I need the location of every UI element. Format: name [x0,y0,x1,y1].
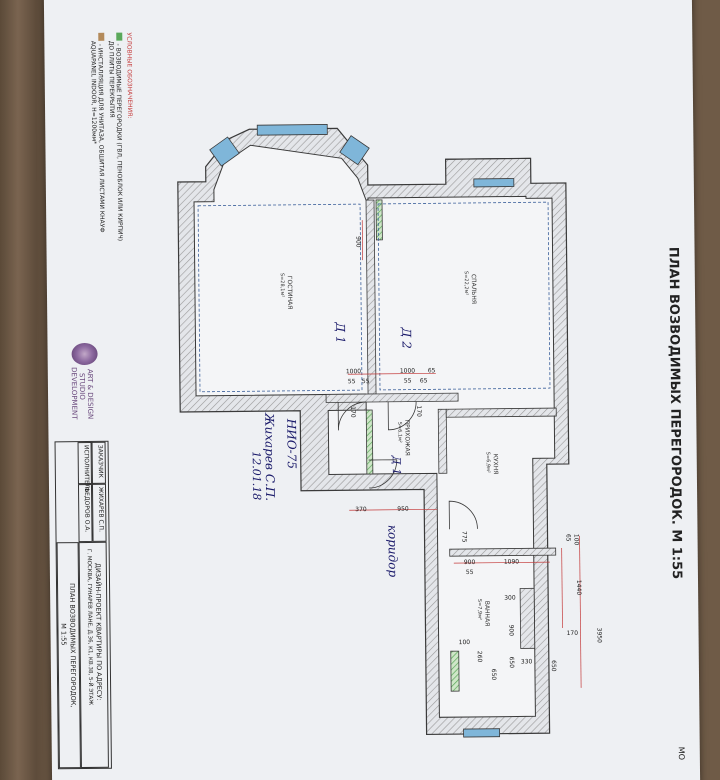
sheet-line2: М 1:55 [59,623,68,646]
dim-1000-b: 1000 [399,367,416,375]
sheet-line1: ПЛАН ВОЗВОДИМЫХ ПЕРЕГОРОДОК, [68,583,78,708]
dimension-labels: 900 1000 55 55 1000 65 55 65 170 170 370… [44,0,700,780]
dim-260: 260 [475,650,483,663]
dim-950: 950 [397,505,409,513]
handwritten-date: 12.01.18 [249,451,264,501]
handwritten-name: Жихарев С.П. [262,413,278,502]
logo-line1: ART & DESIGN [85,368,95,420]
dim-775: 775 [460,531,468,543]
executor-value: ФЕДОРОВ О.А. [83,486,91,533]
dim-100-b: 100 [458,638,471,647]
project-line2: Г. МОСКВА, ГУНАРЕВ ЛАНЕ, Д.36, К1, КВ.38… [85,548,94,706]
room-outlines [197,201,551,393]
floor-plan [177,124,582,738]
project-cell: ДИЗАЙН-ПРОЕКТ КВАРТИРЫ ПО АДРЕСУ: Г. МОС… [78,541,109,769]
dim-170-a: 170 [349,406,357,418]
corner-mark: МО [676,746,686,761]
dim-55-a: 55 [347,378,356,386]
dim-1000-a: 1000 [345,368,362,376]
dim-55-c: 55 [403,377,412,385]
logo-line3: DEVELOPMENT [69,367,79,420]
dim-65-b: 65 [419,377,428,385]
flower-icon [71,342,98,366]
dim-100-a: 100 [572,533,580,546]
dim-65-a: 65 [427,367,436,375]
dim-650-b: 650 [549,660,557,672]
title-block: ЗАКАЗЧИК ЖИХАРЕВ С.П. ИСПОЛНИТЕЛЬ ФЕДОРО… [54,440,112,770]
dim-900-top: 900 [354,236,362,248]
dim-1090: 1090 [503,558,520,566]
interior-walls [325,199,557,692]
customer-value-cell: ЖИХАРЕВ С.П. [91,483,107,542]
logo-line2: STUDIO [77,372,87,400]
executor-label-cell: ИСПОЛНИТЕЛЬ [77,441,92,493]
dimension-lines [347,220,582,688]
customer-label: ЗАКАЗЧИК [96,444,104,478]
dim-300: 300 [504,594,516,602]
customer-value: ЖИХАРЕВ С.П. [96,486,105,533]
dim-900-c: 900 [507,624,515,637]
dim-55-d: 55 [465,568,474,577]
project-line1: ДИЗАЙН-ПРОЕКТ КВАРТИРЫ ПО АДРЕСУ: [93,562,104,701]
exterior-walls [177,127,570,736]
dim-1440: 1440 [574,579,583,596]
dim-3950: 3950 [595,627,603,643]
handwritten-code: НИО-75 [284,418,299,470]
dim-55-b: 55 [361,378,370,386]
windows [209,124,531,738]
dim-65-c: 65 [564,533,572,542]
door-swings [337,401,478,530]
dim-330: 330 [520,658,533,666]
dim-170-b: 170 [415,405,423,418]
dim-650-c: 650 [489,668,498,681]
handwritten-corridor-note: коридор [385,524,400,578]
dim-650-a: 650 [507,656,515,669]
dim-170-c: 170 [566,629,579,637]
dim-900-b: 900 [463,558,476,567]
executor-value-cell: ФЕДОРОВ О.А. [77,483,93,543]
dim-370: 370 [355,506,367,514]
customer-label-cell: ЗАКАЗЧИК [91,441,106,484]
studio-logo: ART & DESIGN STUDIO DEVELOPMENT [61,342,102,433]
sheet-title-cell: ПЛАН ВОЗВОДИМЫХ ПЕРЕГОРОДОК, М 1:55 [56,542,81,769]
drawing-sheet: ПЛАН ВОЗВОДИМЫХ ПЕРЕГОРОДОК. М 1:55 УСЛО… [43,0,701,780]
